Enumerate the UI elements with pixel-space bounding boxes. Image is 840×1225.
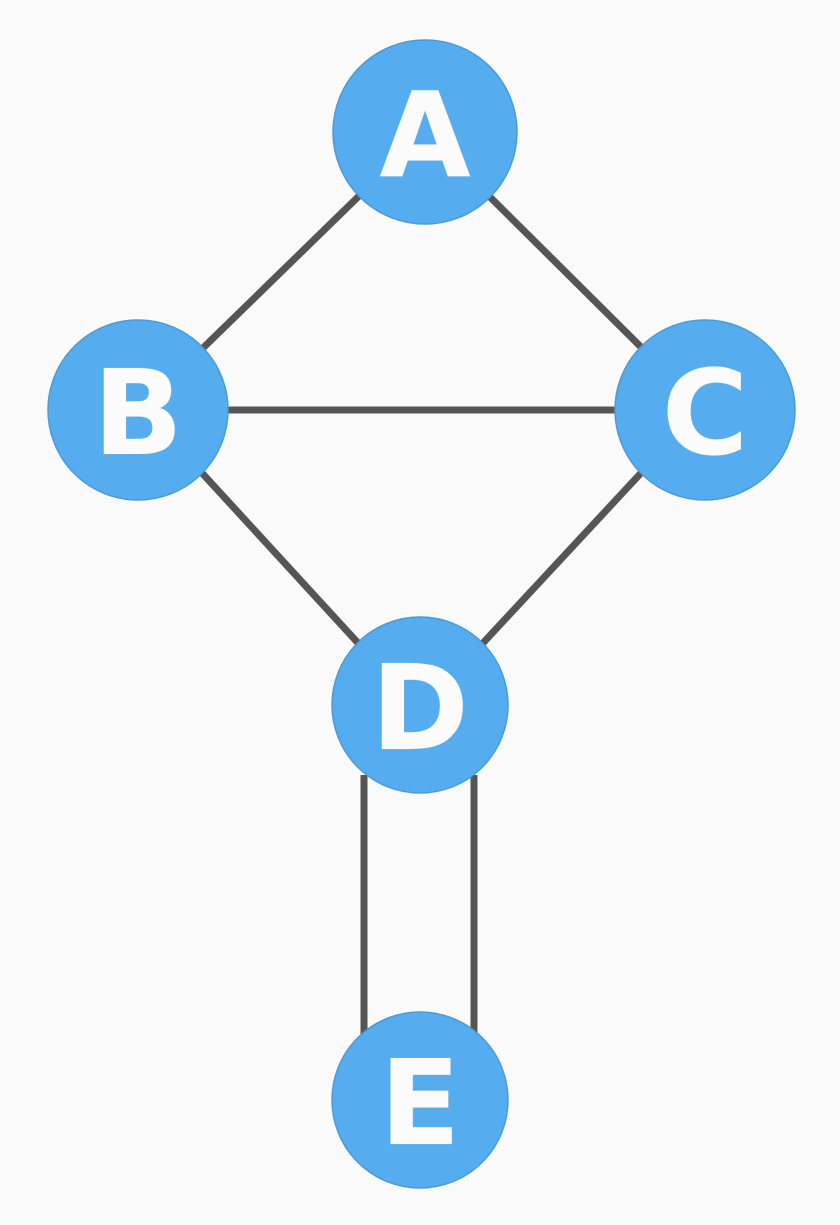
edge-layer <box>199 193 644 1035</box>
graph-node-circle-b[interactable] <box>47 319 229 501</box>
graph-node-label-a: A <box>379 66 470 204</box>
graph-node-label-c: C <box>662 344 749 482</box>
graph-node-circle-a[interactable] <box>332 39 518 225</box>
graph-edge-a-b[interactable] <box>200 193 362 351</box>
graph-node-circle-e[interactable] <box>331 1011 509 1189</box>
graph-edge-b-d[interactable] <box>199 470 361 646</box>
graph-node-label-e: E <box>380 1034 461 1172</box>
graph-node-a[interactable]: A <box>332 39 518 225</box>
graph-node-circle-d[interactable] <box>331 616 509 794</box>
graph-node-circle-c[interactable] <box>614 319 796 501</box>
graph-node-d[interactable]: D <box>331 616 509 794</box>
graph-node-e[interactable]: E <box>331 1011 509 1189</box>
graph-node-label-d: D <box>371 639 469 777</box>
graph-node-label-b: B <box>93 344 183 482</box>
node-layer: A B C D E <box>47 39 796 1189</box>
graph-edge-c-d[interactable] <box>480 470 644 646</box>
graph-node-b[interactable]: B <box>47 319 229 501</box>
graph-node-c[interactable]: C <box>614 319 796 501</box>
graph-edge-a-c[interactable] <box>487 194 644 350</box>
